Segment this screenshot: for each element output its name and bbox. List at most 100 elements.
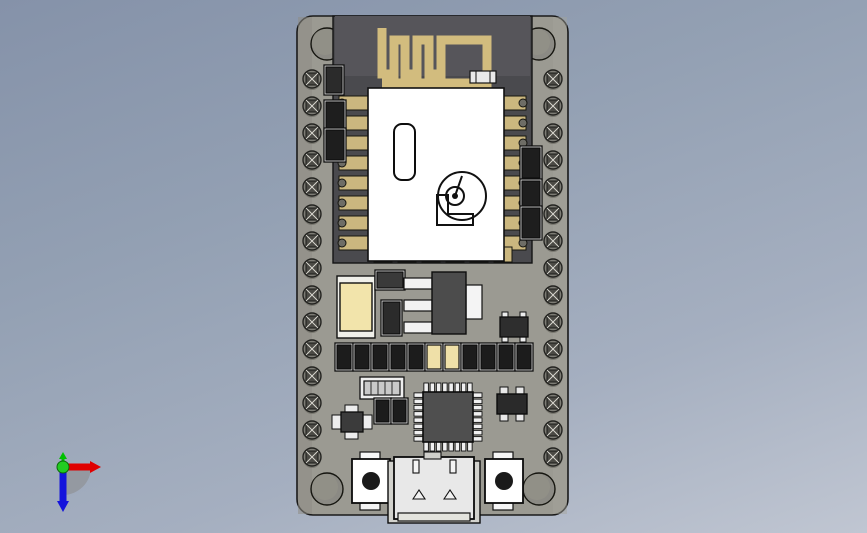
smd-body: [426, 344, 442, 370]
castellated-hole: [337, 198, 347, 208]
pad-cross: [305, 126, 319, 140]
status-led[interactable]: [442, 342, 462, 372]
sot-body: [496, 393, 528, 415]
small-ic[interactable]: [331, 404, 373, 440]
smd-capacitor[interactable]: [390, 397, 409, 425]
sot-lead: [515, 413, 525, 422]
smd-capacitor[interactable]: [323, 127, 347, 163]
smd-resistor[interactable]: [460, 342, 480, 372]
usb-shell: [393, 456, 475, 520]
qfp-pin: [472, 436, 483, 442]
button-plunger[interactable]: [495, 472, 513, 490]
pad-cross: [305, 261, 319, 275]
pad-cross: [305, 72, 319, 86]
sot-lead: [499, 386, 509, 395]
usb-tab: [412, 459, 420, 474]
module-label-plate: [367, 87, 505, 262]
tantalum-capacitor[interactable]: [336, 275, 376, 339]
smd-resistor[interactable]: [406, 342, 426, 372]
qfp-pin: [467, 382, 473, 393]
smd-capacitor[interactable]: [519, 205, 543, 241]
pad-cross: [305, 450, 319, 464]
pad-cross: [546, 450, 560, 464]
usb-foot: [411, 489, 427, 500]
wifi-badge: [393, 123, 416, 181]
antenna-feed-chip: [469, 70, 497, 84]
smd-resistor[interactable]: [496, 342, 516, 372]
qfp-pin: [413, 423, 424, 430]
pad-cross: [546, 153, 560, 167]
crystal-oscillator[interactable]: [359, 376, 405, 400]
origin-axis-triad[interactable]: [56, 452, 101, 512]
smd-resistor[interactable]: [323, 64, 345, 96]
smd-body: [336, 344, 352, 370]
y-axis-arrow: [59, 452, 67, 459]
smd-resistor[interactable]: [514, 342, 534, 372]
smd-body: [325, 129, 345, 161]
qfp-pin: [460, 441, 467, 452]
mounting-hole-inner: [524, 474, 550, 500]
origin-marker[interactable]: [56, 460, 70, 474]
regulator-body: [431, 271, 467, 335]
pad-cross: [546, 288, 560, 302]
pad-cross: [546, 396, 560, 410]
qfp-pin: [413, 411, 424, 417]
qfp-pin: [467, 441, 473, 452]
smd-capacitor[interactable]: [323, 99, 347, 135]
smd-capacitor[interactable]: [519, 178, 543, 214]
smd-body: [325, 66, 343, 94]
pad-cross: [546, 180, 560, 194]
smd-body: [480, 344, 496, 370]
smd-resistor[interactable]: [334, 342, 354, 372]
sot-lead: [515, 386, 525, 395]
smd-resistor[interactable]: [370, 342, 390, 372]
mounting-hole-inner: [312, 474, 338, 500]
qfp-pin: [454, 382, 461, 393]
mounting-holes: [310, 27, 556, 506]
smd-resistor[interactable]: [380, 299, 403, 337]
smd-capacitor[interactable]: [519, 145, 543, 181]
castellated-hole: [337, 238, 347, 248]
sot-body: [499, 316, 529, 338]
pad-cross: [546, 72, 560, 86]
sot23-transistor[interactable]: [499, 311, 529, 343]
qfp-pin: [429, 382, 436, 393]
pcb-meander-antenna: [377, 28, 492, 88]
ch340-usb-serial-qfp[interactable]: [413, 382, 483, 452]
smd-body: [444, 344, 460, 370]
smd-capacitor[interactable]: [373, 397, 392, 425]
button-plunger[interactable]: [362, 472, 380, 490]
status-led[interactable]: [424, 342, 444, 372]
sot-package[interactable]: [496, 386, 528, 422]
qfp-pin: [472, 423, 483, 430]
sot223-voltage-regulator[interactable]: [403, 271, 483, 335]
pad-cross: [305, 315, 319, 329]
regulator-tab: [465, 284, 483, 320]
pad-cross: [305, 396, 319, 410]
pad-cross: [546, 315, 560, 329]
qfp-pin: [472, 392, 483, 398]
pad-cross: [305, 234, 319, 248]
smd-body: [372, 344, 388, 370]
qfp-pin: [472, 411, 483, 417]
cap-body: [339, 282, 373, 332]
smd-resistor[interactable]: [388, 342, 408, 372]
reset-button[interactable]: [484, 451, 524, 511]
x-axis-arrow: [90, 461, 101, 473]
pad-cross: [305, 423, 319, 437]
qfp-pin: [429, 441, 436, 452]
ic-lead: [331, 414, 342, 430]
logo-outer-ring: [437, 170, 487, 222]
smd-resistor[interactable]: [478, 342, 498, 372]
micro-usb-connector[interactable]: [387, 451, 481, 524]
smd-resistor[interactable]: [374, 269, 406, 291]
flash-button[interactable]: [351, 451, 391, 511]
smd-resistor[interactable]: [352, 342, 372, 372]
ic-lead: [362, 414, 373, 430]
sot-lead: [499, 413, 509, 422]
qfp-pin: [413, 392, 424, 398]
regulator-lead: [403, 321, 433, 334]
qfp-pin: [435, 382, 442, 393]
